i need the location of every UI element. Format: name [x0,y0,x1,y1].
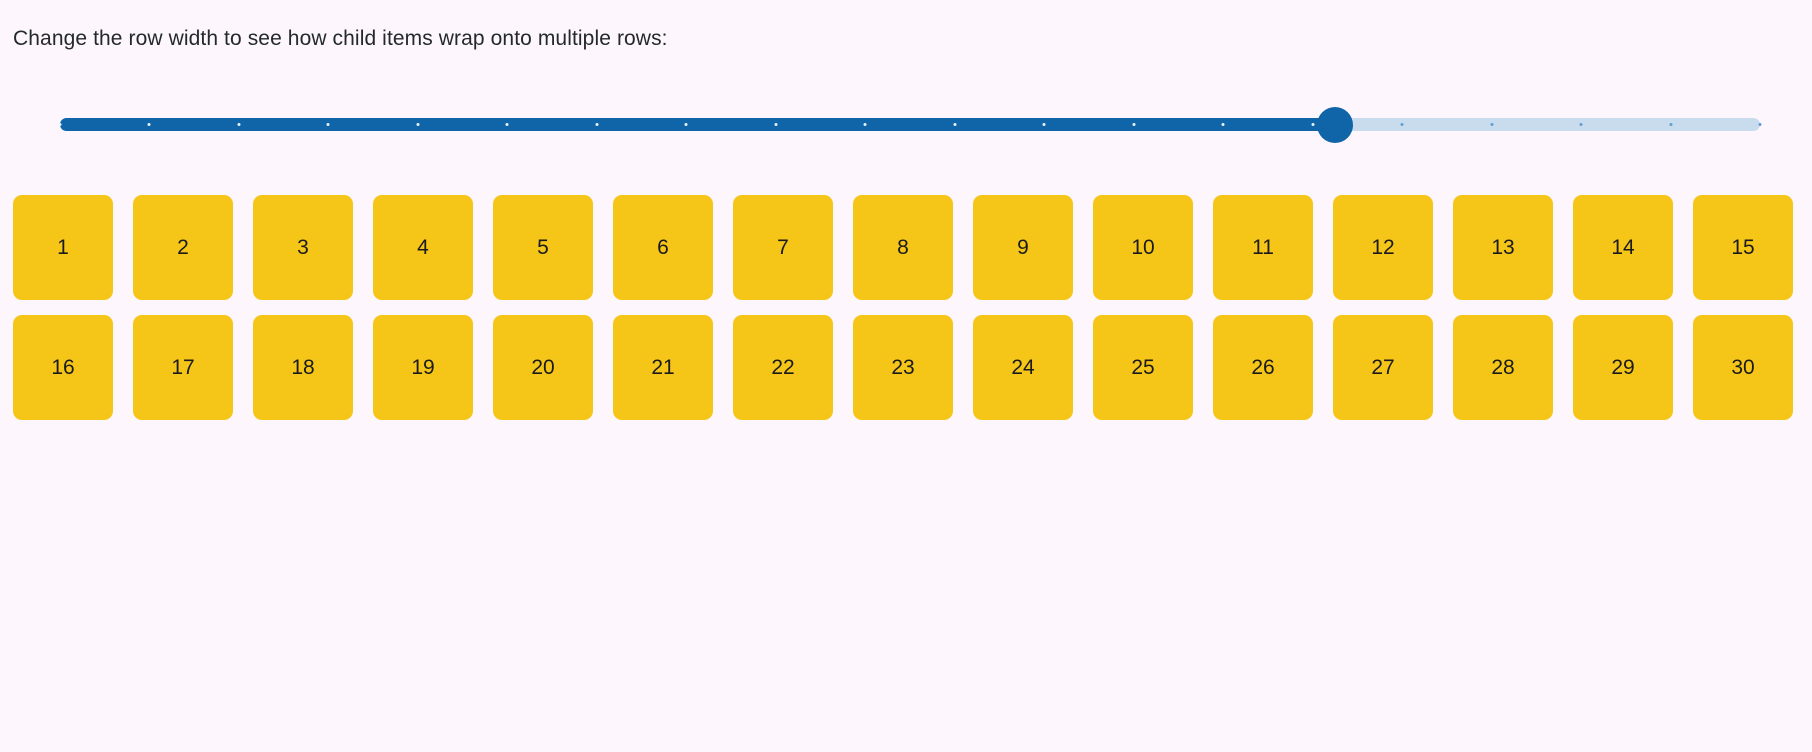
wrap-item: 18 [253,315,353,420]
wrap-item: 21 [613,315,713,420]
wrap-item: 3 [253,195,353,300]
row-width-slider[interactable] [58,100,1762,150]
wrap-item: 17 [133,315,233,420]
wrap-item: 24 [973,315,1073,420]
wrap-item: 27 [1333,315,1433,420]
wrap-item: 28 [1453,315,1553,420]
wrap-item: 29 [1573,315,1673,420]
wrap-item: 20 [493,315,593,420]
wrap-item: 16 [13,315,113,420]
wrap-item: 7 [733,195,833,300]
instruction-text: Change the row width to see how child it… [13,27,668,50]
wrap-item: 8 [853,195,953,300]
wrap-item: 2 [133,195,233,300]
slider-thumb[interactable] [1317,106,1353,143]
wrap-item: 4 [373,195,473,300]
slider-fill [60,118,1335,131]
wrap-item: 12 [1333,195,1433,300]
slider-track[interactable] [60,118,1760,131]
wrap-item: 15 [1693,195,1793,300]
wrap-item: 1 [13,195,113,300]
wrap-item: 22 [733,315,833,420]
wrap-item: 19 [373,315,473,420]
wrap-item: 13 [1453,195,1553,300]
wrap-item: 9 [973,195,1073,300]
wrap-item: 10 [1093,195,1193,300]
wrap-item: 11 [1213,195,1313,300]
wrap-item: 23 [853,315,953,420]
wrap-item: 26 [1213,315,1313,420]
wrap-item: 25 [1093,315,1193,420]
wrap-item: 5 [493,195,593,300]
wrap-item: 14 [1573,195,1673,300]
wrap-item: 6 [613,195,713,300]
wrap-item: 30 [1693,315,1793,420]
